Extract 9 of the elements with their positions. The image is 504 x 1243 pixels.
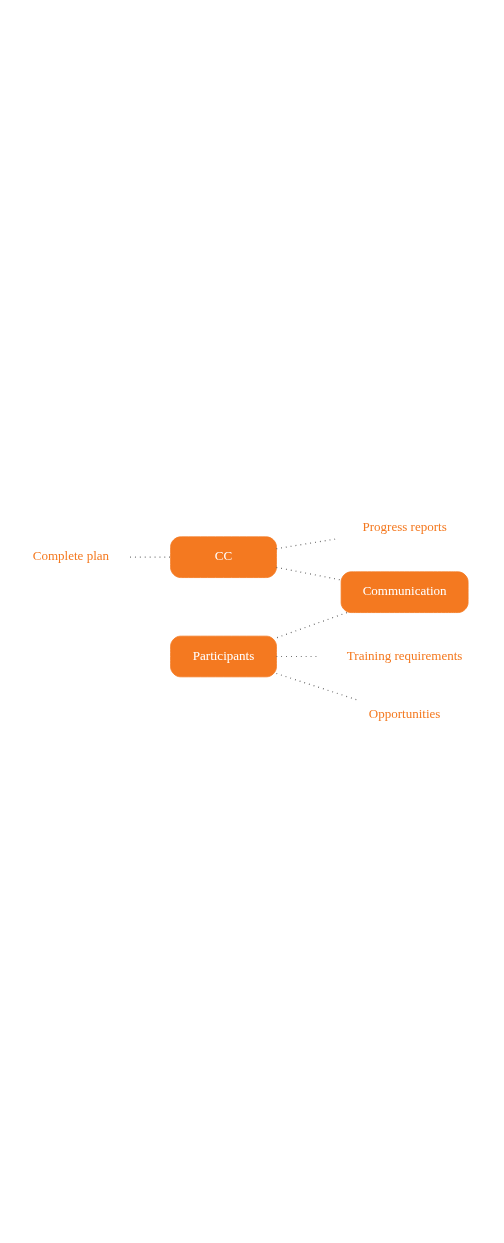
- node-text: Progress reports: [362, 519, 447, 534]
- node-box: Participants: [170, 635, 277, 678]
- node-text: Complete plan: [32, 548, 110, 564]
- connector: [275, 612, 348, 639]
- node-text: Training requirements: [346, 647, 463, 663]
- node-text: Opportunities: [368, 706, 441, 722]
- connector: [275, 672, 360, 701]
- node-box: Communication: [340, 571, 469, 613]
- node-box: CC: [170, 536, 277, 578]
